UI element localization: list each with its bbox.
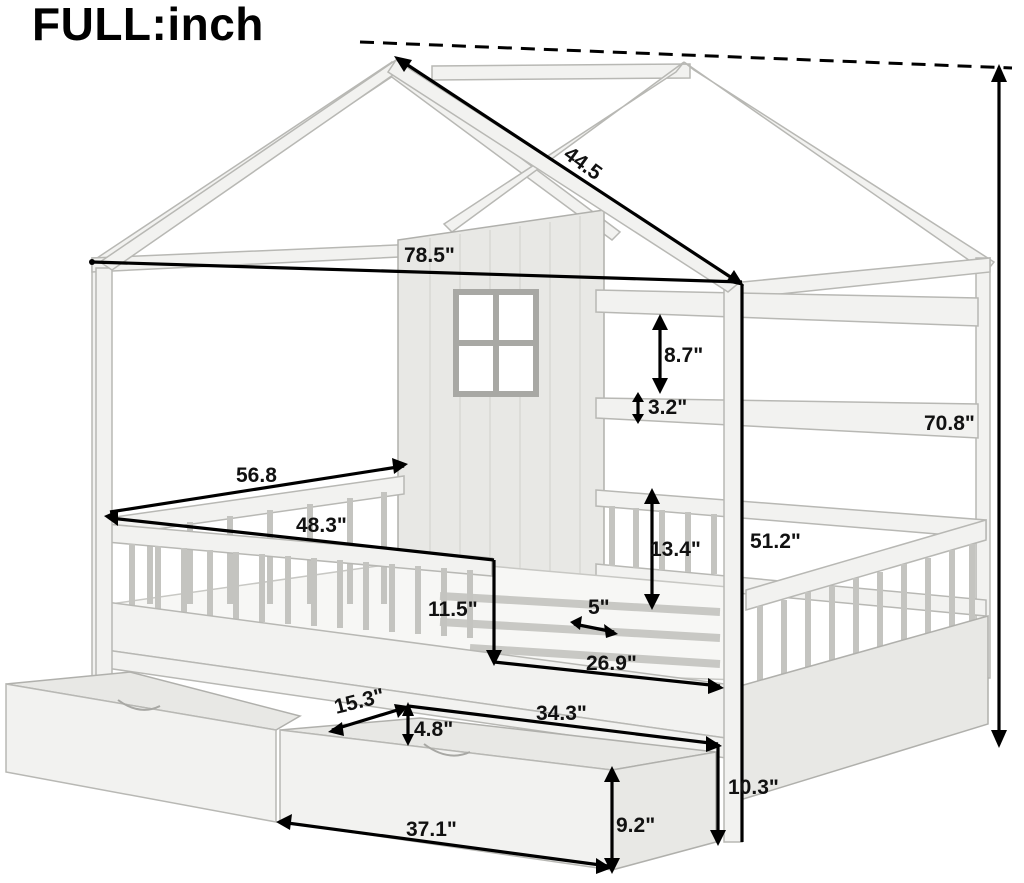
overall-length-label: 78.5" (404, 244, 455, 267)
right-front-rail (745, 519, 987, 684)
front-right-post (723, 281, 743, 843)
drawer-width-front-label: 37.1" (406, 818, 457, 841)
floor-clearance-label: 10.3" (728, 776, 779, 799)
upper-shelf (595, 289, 979, 327)
rail-height-side-label: 13.4" (650, 538, 701, 561)
rail-length-top-label: 56.8 (236, 464, 277, 487)
front-gable-left (98, 59, 408, 271)
slat-gap-label: 5" (588, 596, 610, 619)
dimension-lines (89, 40, 1013, 874)
shelf-gap-label: 8.7" (664, 344, 704, 367)
left-drawer (5, 671, 302, 823)
opening-width-label: 26.9" (586, 652, 637, 675)
lower-shelf (595, 397, 979, 439)
rail-height-front-label: 11.5" (428, 598, 478, 621)
drawer-inner-height-label: 4.8" (414, 718, 454, 741)
drawer-width-top-label: 34.3" (536, 702, 587, 725)
page-title: FULL:inch (32, 0, 264, 50)
bed-width-label: 51.2" (750, 530, 801, 553)
back-top-rail (741, 257, 991, 299)
right-drawer (279, 717, 717, 871)
door-panel (397, 209, 605, 581)
rail-length-inner-label: 48.3" (296, 514, 347, 537)
shelf-height-label: 3.2" (648, 396, 688, 419)
overall-height-label: 70.8" (924, 412, 975, 435)
front-left-post (95, 267, 113, 679)
drawer-height-label: 9.2" (616, 814, 656, 837)
base-frame (105, 601, 989, 802)
